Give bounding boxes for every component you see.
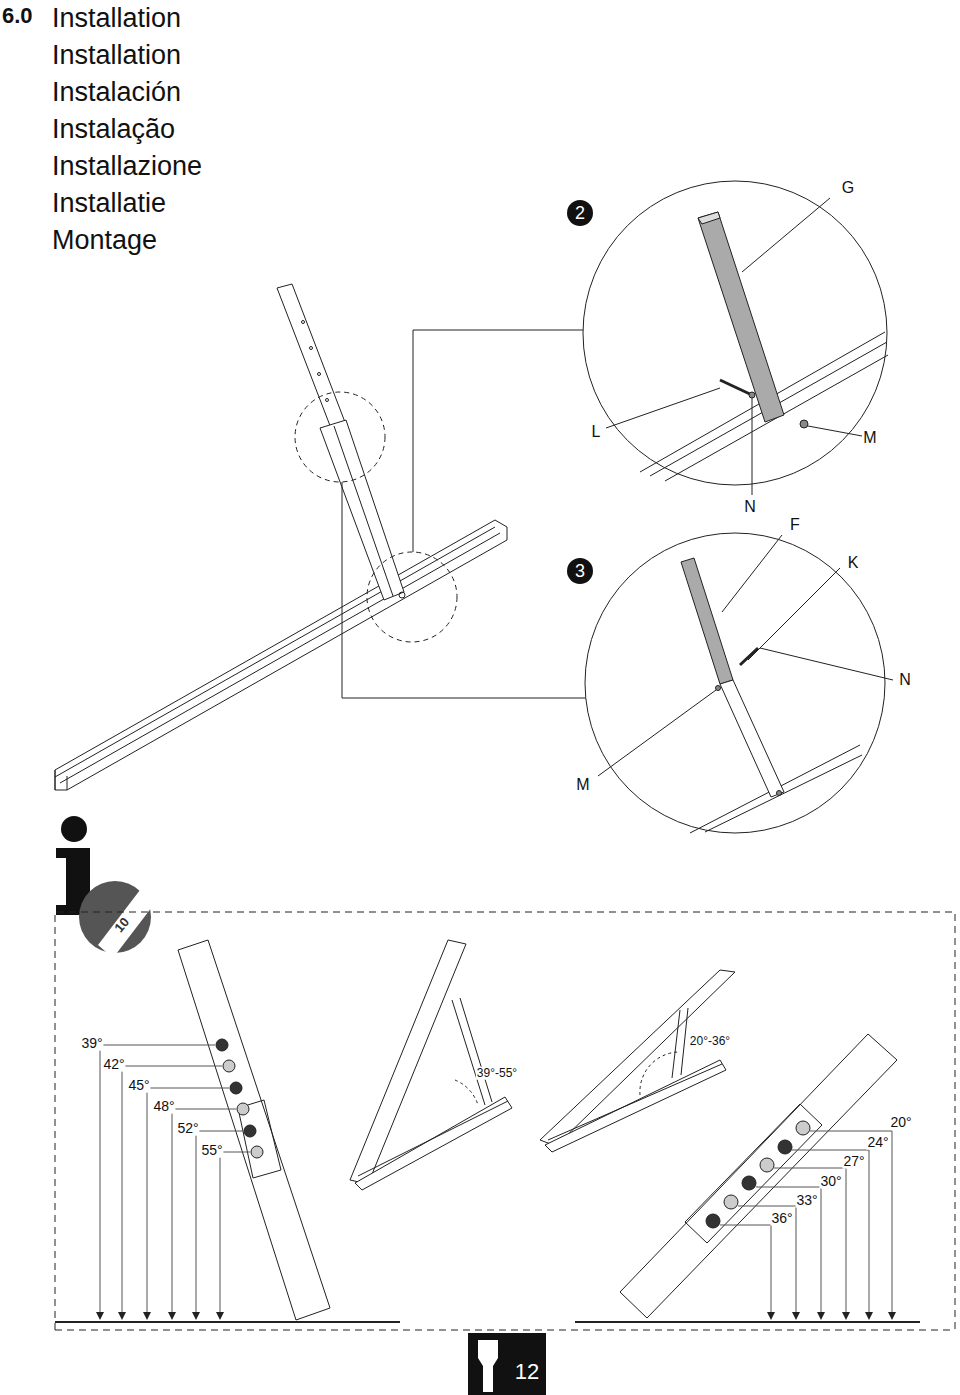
angle-label: 27°: [842, 1154, 865, 1169]
part-letter: N: [898, 672, 912, 689]
angle-label: 39°: [80, 1036, 103, 1051]
page-number: 12: [515, 1360, 539, 1383]
callout-number: 2: [567, 200, 593, 226]
part-letter: M: [862, 430, 877, 447]
heading: Montage: [52, 226, 157, 254]
heading: Instalação: [52, 115, 175, 143]
angle-label: 33°: [795, 1193, 818, 1208]
angle-label: 48°: [152, 1099, 175, 1114]
angle-range: 20°-36°: [689, 1035, 731, 1048]
heading: Installazione: [52, 152, 202, 180]
angle-label: 55°: [200, 1143, 223, 1158]
part-letter: N: [743, 499, 757, 516]
heading: Installation: [52, 4, 181, 32]
angle-label: 20°: [889, 1115, 912, 1130]
part-letter: K: [847, 555, 860, 572]
callout-number: 3: [567, 558, 593, 584]
section-number: 6.0: [2, 4, 33, 27]
angle-label: 24°: [866, 1135, 889, 1150]
angle-label: 30°: [819, 1174, 842, 1189]
heading: Installation: [52, 41, 181, 69]
part-letter: L: [591, 424, 602, 441]
part-letter: M: [575, 777, 590, 794]
angle-label: 36°: [770, 1211, 793, 1226]
part-letter: F: [789, 517, 801, 534]
part-letter: G: [841, 180, 855, 197]
angle-label: 45°: [127, 1078, 150, 1093]
heading: Instalación: [52, 78, 181, 106]
angle-label: 52°: [176, 1121, 199, 1136]
heading: Installatie: [52, 189, 166, 217]
angle-range: 39°-55°: [476, 1067, 518, 1080]
angle-label: 42°: [102, 1057, 125, 1072]
